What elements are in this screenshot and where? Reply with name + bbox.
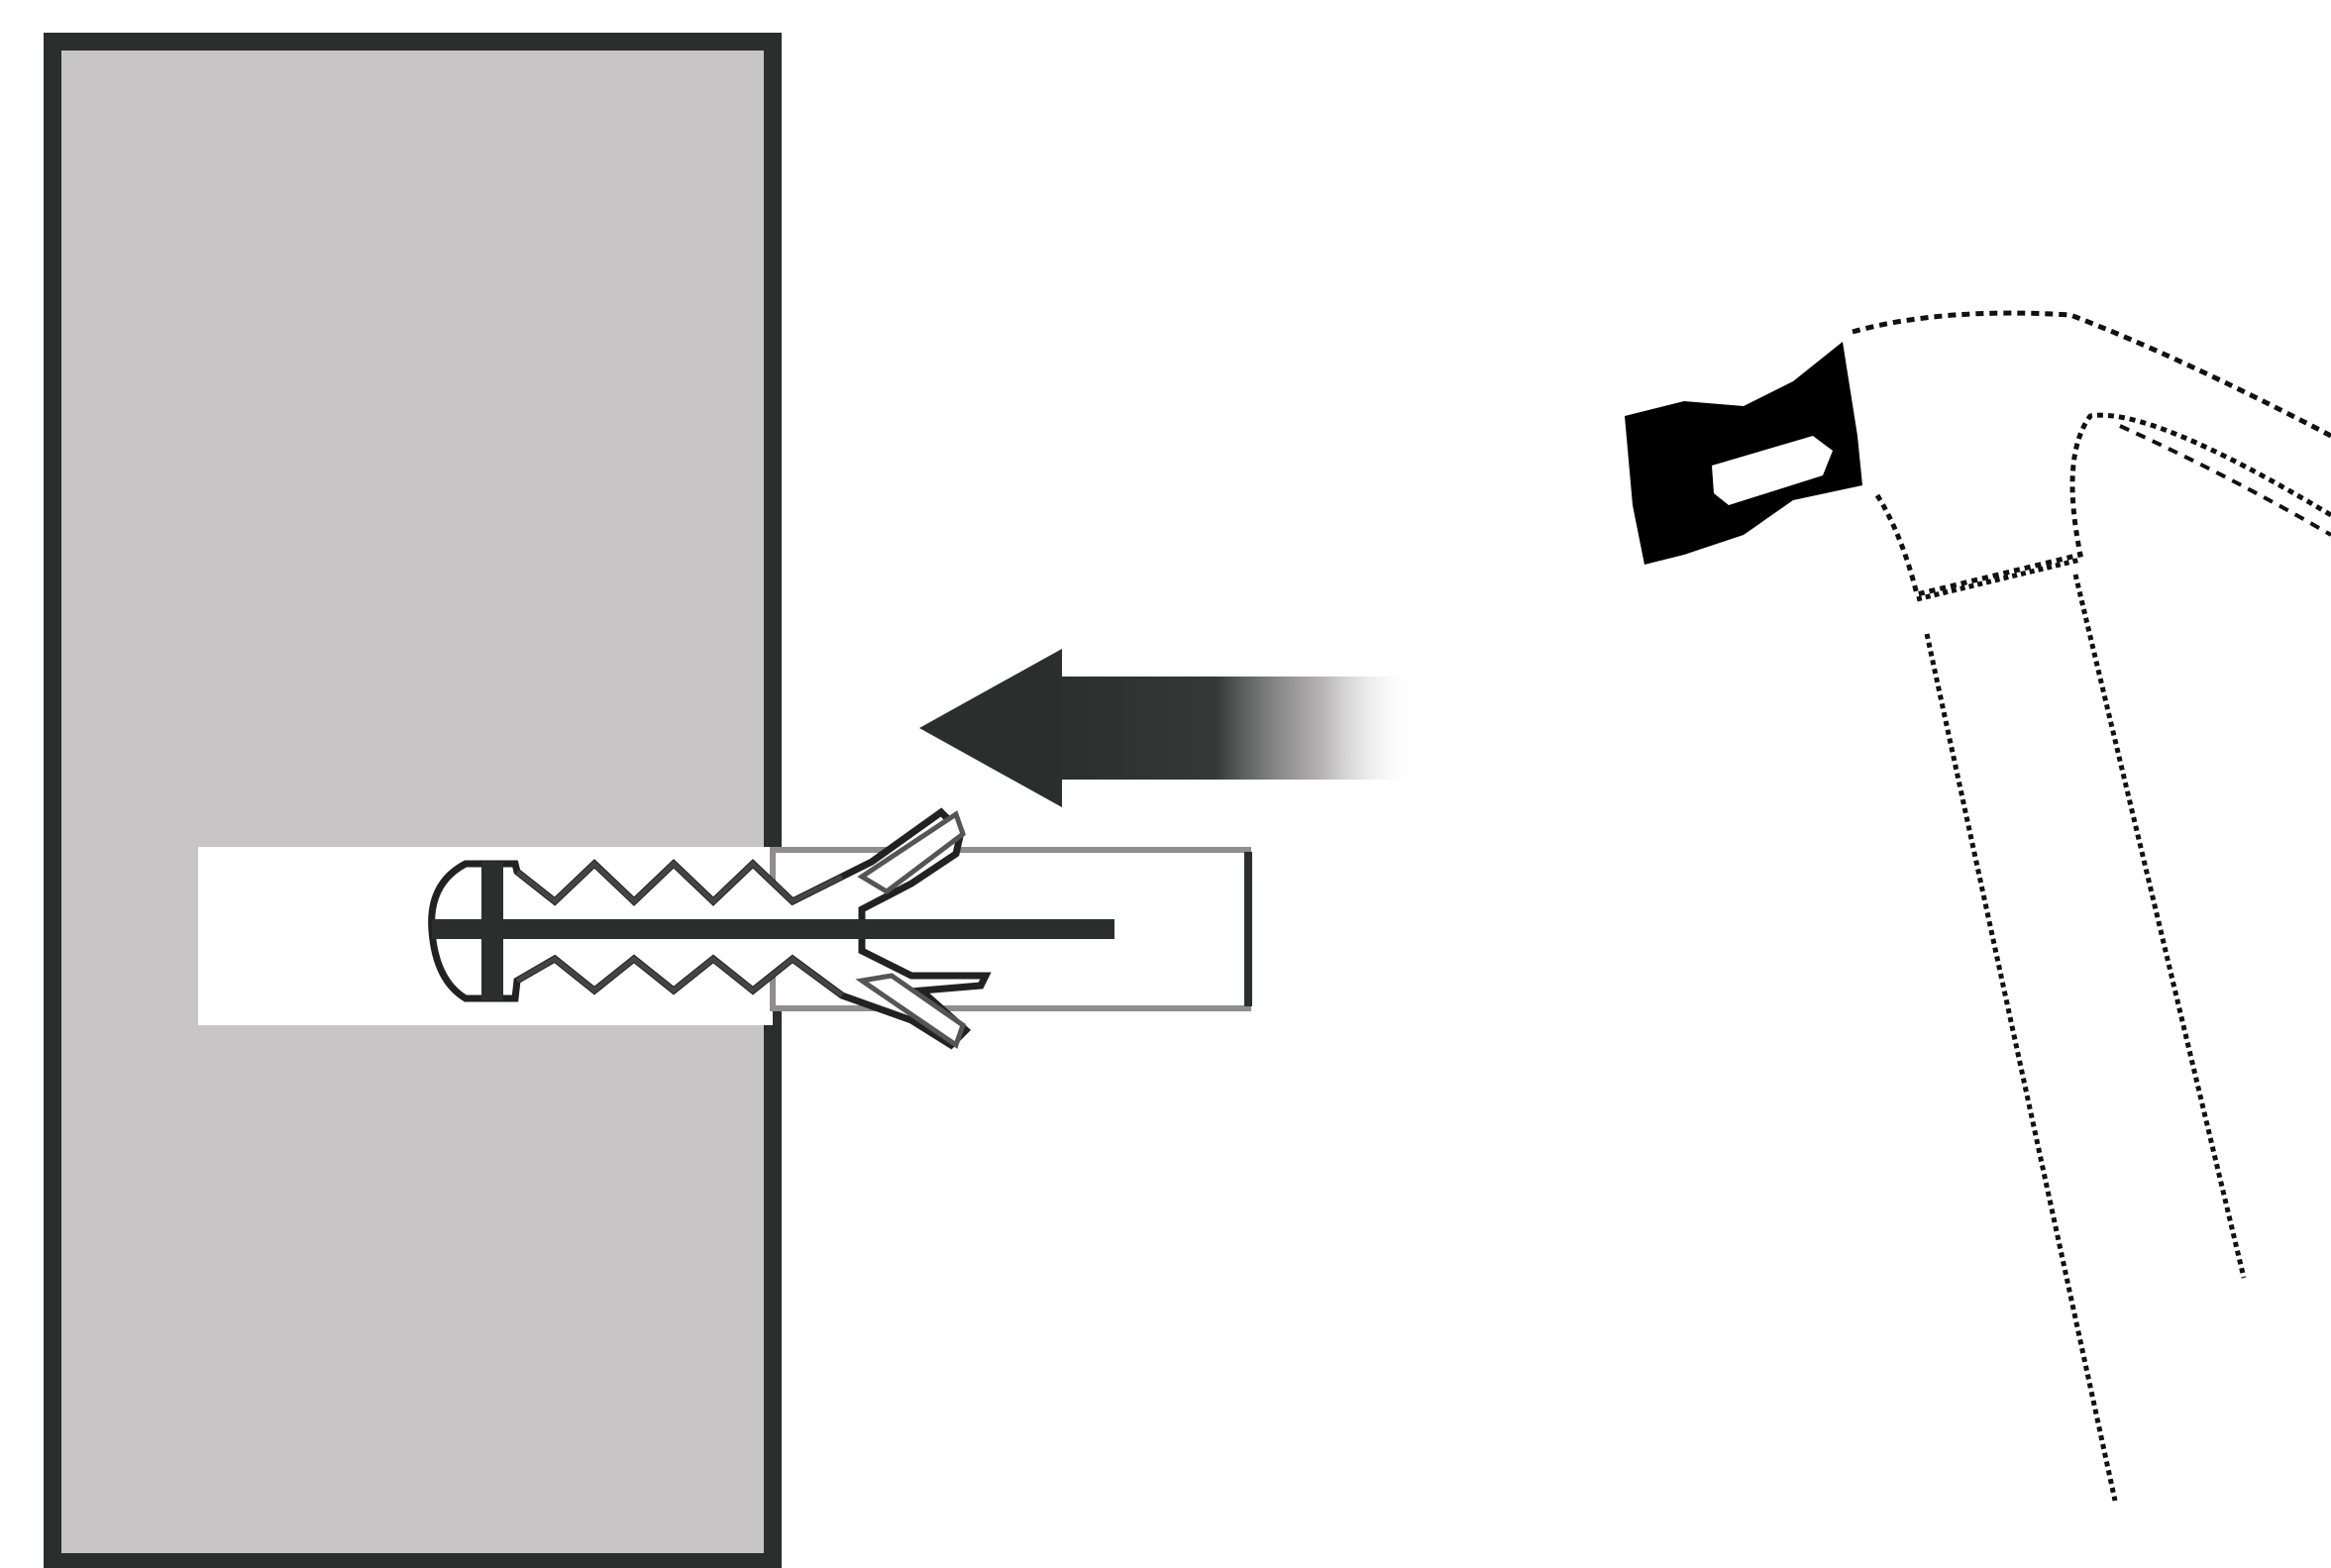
plug-wing-upper: [857, 810, 966, 895]
plug-wing-lower: [855, 973, 966, 1049]
plug-teeth-upper: [515, 860, 844, 905]
wall: [44, 33, 782, 1568]
hammer-icon: [1625, 310, 2331, 1502]
arrow-head: [919, 649, 1062, 807]
hammer-neck-outline: [1874, 412, 2331, 598]
hammer-face: [1625, 342, 1862, 565]
wall-body: [44, 33, 782, 1568]
hammer-head-outline: [1852, 310, 2331, 439]
plug-teeth-lower: [515, 955, 844, 998]
hammer-face-slot: [1712, 436, 1833, 505]
wall-plug-dowel-icon: [428, 807, 1252, 1050]
hammer-handle-left: [1924, 633, 2118, 1502]
hammer-claw-inner: [2119, 424, 2331, 537]
left-arrow-icon: [919, 649, 1417, 807]
arrow-shaft: [1050, 677, 1417, 780]
hammer-handle-right: [2072, 574, 2247, 1279]
hammer-handle-top: [1916, 557, 2081, 602]
